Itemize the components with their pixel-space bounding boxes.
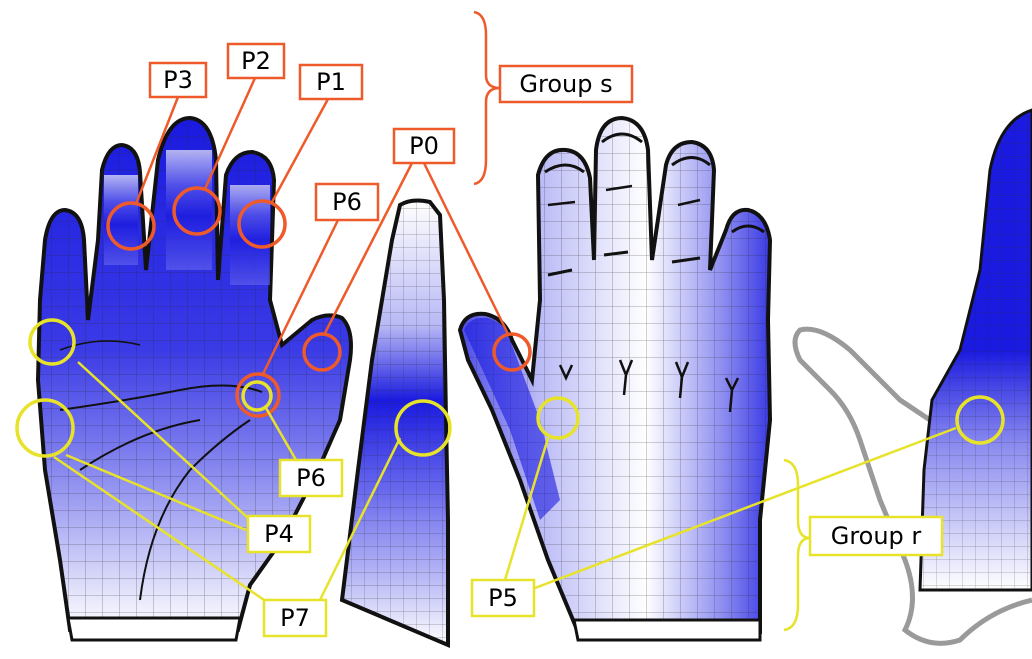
svg-text:Group s: Group s (519, 70, 612, 98)
p2-marker (172, 186, 222, 236)
label-group-r: Group r (808, 515, 944, 557)
label-p5: P5 (470, 578, 536, 618)
label-group-s: Group s (498, 64, 634, 104)
svg-text:P4: P4 (264, 520, 294, 548)
svg-text:P0: P0 (409, 132, 439, 160)
label-boxes: P3 P2 P1 Group s P0 P6 P6 P4 (148, 42, 944, 638)
label-p6-top: P6 (314, 182, 380, 222)
label-p3: P3 (148, 61, 208, 99)
orange-leader-lines (134, 77, 510, 377)
zoomed-hand-view (792, 108, 1032, 646)
svg-text:P2: P2 (241, 47, 271, 75)
label-p2: P2 (226, 42, 286, 80)
svg-text:P1: P1 (316, 68, 346, 96)
yellow-leader-lines (53, 361, 957, 606)
p6-marker (235, 372, 281, 418)
label-p6-bottom: P6 (278, 458, 344, 498)
p1-marker (237, 199, 287, 249)
svg-text:P7: P7 (280, 604, 310, 632)
svg-text:P6: P6 (332, 188, 362, 216)
label-p4: P4 (246, 514, 312, 554)
right-hand-back (457, 115, 773, 642)
group-s-brace (473, 10, 501, 186)
p5-marker-zoom (955, 395, 1005, 445)
p5-marker-right (536, 396, 580, 440)
svg-text:P5: P5 (488, 584, 518, 612)
label-p0: P0 (392, 127, 456, 165)
p3-marker (106, 201, 156, 251)
svg-text:P3: P3 (163, 66, 193, 94)
left-hand-palm (35, 115, 353, 642)
p6-marker-yellow (241, 380, 273, 412)
label-p1: P1 (298, 63, 364, 101)
svg-text:P6: P6 (296, 464, 326, 492)
label-p7: P7 (262, 598, 328, 638)
ghost-hand-outline (792, 326, 1032, 646)
svg-text:Group r: Group r (831, 522, 922, 550)
